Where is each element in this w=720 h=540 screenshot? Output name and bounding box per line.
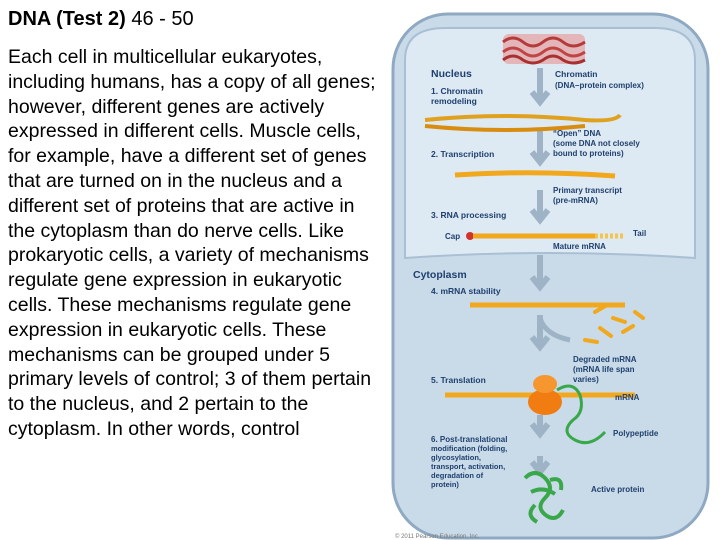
active-protein-label: Active protein: [591, 485, 644, 494]
chromatin-label-2: (DNA–protein complex): [555, 81, 644, 90]
process-arrows: [529, 68, 551, 477]
polypeptide-chain: [556, 384, 607, 445]
degraded-mrna-label-2: (mRNA life span: [573, 365, 635, 374]
step-6-line1: 6. Post-translational: [431, 435, 507, 444]
slide-title-range: 46 - 50: [125, 8, 194, 30]
degraded-mrna-label-1: Degraded mRNA: [573, 355, 637, 364]
step-3-label: 3. RNA processing: [431, 210, 506, 220]
slide-title-bold: DNA (Test 2): [8, 8, 126, 30]
open-dna-label-2: (some DNA not closely: [553, 139, 640, 148]
chromatin-label-1: Chromatin: [555, 69, 598, 79]
degraded-mrna-fragments: [583, 303, 645, 344]
gene-expression-diagram: Nucleus 1. Chromatin remodeling 2. Trans…: [391, 12, 710, 540]
open-dna-label-3: bound to proteins): [553, 149, 624, 158]
step-6-line3: glycosylation,: [431, 453, 481, 462]
tail-label: Tail: [633, 229, 646, 238]
nucleus-label: Nucleus: [431, 68, 472, 80]
step-5-label: 5. Translation: [431, 375, 486, 385]
step-4-label: 4. mRNA stability: [431, 286, 501, 296]
open-dna-strand: [424, 113, 622, 132]
polypeptide-label: Polypeptide: [613, 429, 659, 438]
nucleus-region: [404, 27, 696, 260]
slide-body-text: Each cell in multicellular eukaryotes, i…: [8, 46, 376, 440]
step-6-line4: transport, activation,: [431, 462, 505, 471]
ribosome: [445, 375, 635, 415]
mature-mrna: [466, 232, 625, 240]
step-1-line2: remodeling: [431, 96, 477, 106]
primary-transcript-label-1: Primary transcript: [553, 186, 622, 195]
primary-transcript-label-2: (pre-mRNA): [553, 196, 598, 205]
step-6-line6: protein): [431, 480, 459, 489]
mature-mrna-label: Mature mRNA: [553, 242, 606, 251]
step-1-line1: 1. Chromatin: [431, 86, 483, 96]
degraded-mrna-label-3: varies): [573, 375, 599, 384]
copyright-notice: © 2011 Pearson Education, Inc.: [395, 533, 480, 540]
step-6-line5: degradation of: [431, 471, 484, 480]
chromatin-illustration: [502, 34, 586, 65]
open-dna-label-1: “Open” DNA: [553, 129, 601, 138]
active-protein: [523, 471, 565, 524]
cytoplasm-label: Cytoplasm: [413, 269, 467, 281]
mrna-label: mRNA: [615, 393, 640, 402]
step-2-label: 2. Transcription: [431, 149, 494, 159]
slide-title: DNA (Test 2) 46 - 50: [8, 8, 194, 31]
step-6-line2: modification (folding,: [431, 444, 507, 453]
split-arrow: [537, 317, 571, 343]
cap-label: Cap: [445, 232, 460, 241]
primary-transcript: [454, 170, 616, 179]
